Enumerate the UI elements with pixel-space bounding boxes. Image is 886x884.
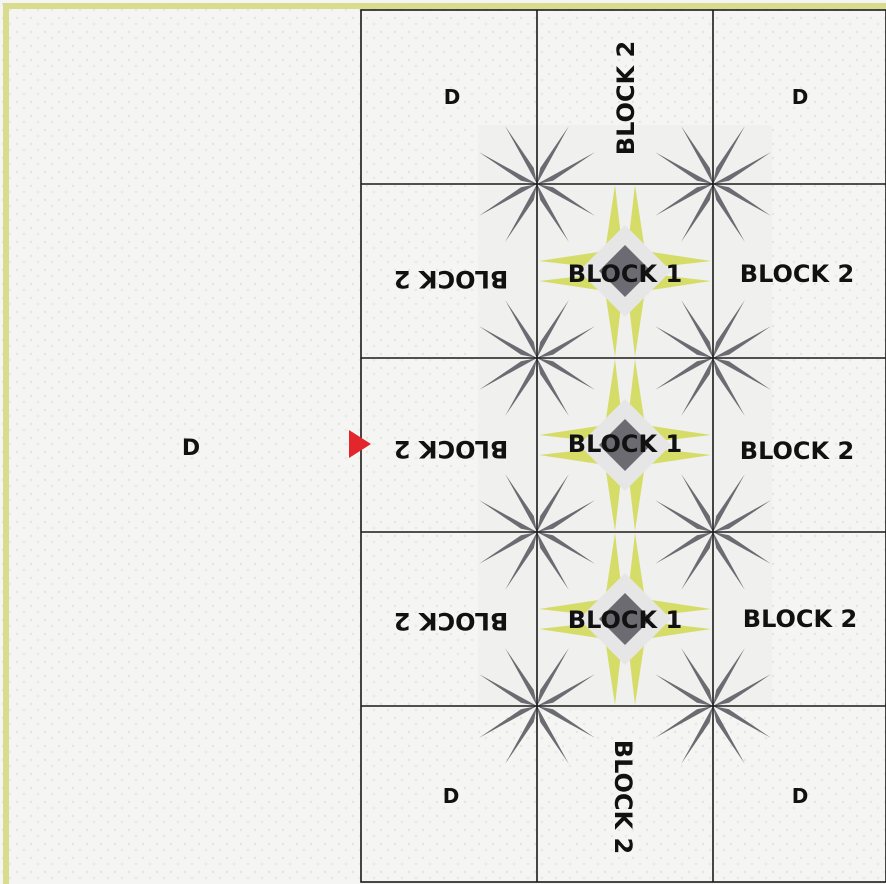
bottom-right-d-label: D xyxy=(792,784,809,808)
row3-left-block2-label: BLOCK 2 xyxy=(394,607,508,635)
left-panel-label: D xyxy=(182,436,200,461)
row2-mid-block1-label: BLOCK 1 xyxy=(568,430,682,458)
row2-right-block2-label: BLOCK 2 xyxy=(740,437,854,465)
row1-right-block2-label: BLOCK 2 xyxy=(740,260,854,288)
top-right-d-label: D xyxy=(792,85,809,109)
top-mid-block2-label: BLOCK 2 xyxy=(612,41,640,155)
row1-mid-block1-label: BLOCK 1 xyxy=(568,260,682,288)
row2-left-block2-label: BLOCK 2 xyxy=(394,435,508,463)
top-left-d-label: D xyxy=(444,85,461,109)
bottom-left-d-label: D xyxy=(443,784,460,808)
row3-mid-block1-label: BLOCK 1 xyxy=(568,606,682,634)
row1-left-block2-label: BLOCK 2 xyxy=(394,265,508,293)
row3-right-block2-label: BLOCK 2 xyxy=(743,605,857,633)
bottom-mid-block2-label: BLOCK 2 xyxy=(609,740,637,854)
